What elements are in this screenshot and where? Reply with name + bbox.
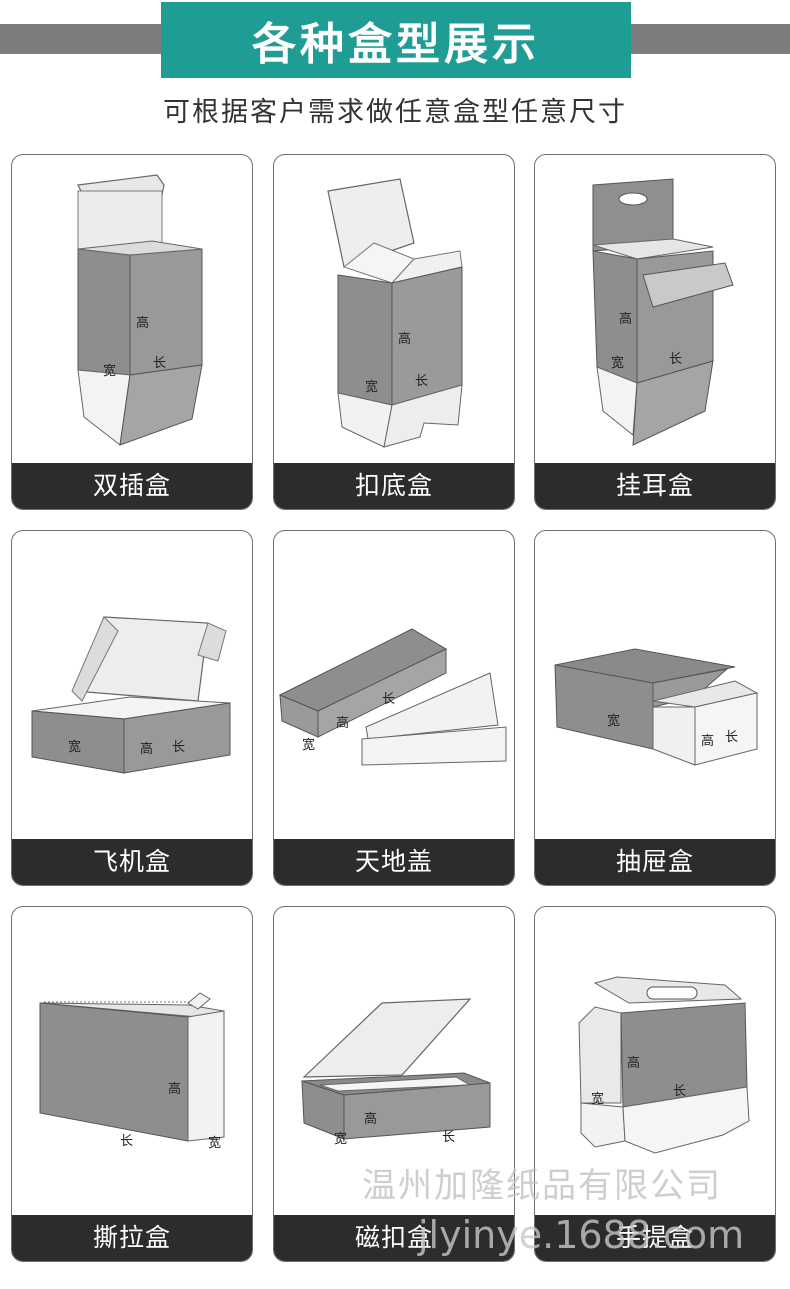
width-label: 宽 bbox=[302, 737, 315, 753]
box-label: 天地盖 bbox=[274, 839, 514, 885]
box-label: 抽屉盒 bbox=[535, 839, 775, 885]
box-label: 手提盒 bbox=[535, 1215, 775, 1261]
width-label: 宽 bbox=[334, 1131, 347, 1147]
box-card-drawer[interactable]: 高 宽 长 抽屉盒 bbox=[534, 530, 776, 886]
box-label: 撕拉盒 bbox=[12, 1215, 252, 1261]
height-label: 高 bbox=[701, 733, 714, 749]
box-card-handle[interactable]: 高 宽 长 手提盒 bbox=[534, 906, 776, 1262]
height-label: 高 bbox=[619, 311, 632, 327]
height-label: 高 bbox=[136, 315, 149, 331]
length-label: 长 bbox=[382, 692, 395, 707]
box-label: 扣底盒 bbox=[274, 463, 514, 509]
box-card-double-tuck[interactable]: 高 宽 长 双插盒 bbox=[11, 154, 253, 510]
width-label: 宽 bbox=[103, 363, 116, 379]
box-label: 双插盒 bbox=[12, 463, 252, 509]
height-label: 高 bbox=[398, 331, 411, 347]
box-label: 挂耳盒 bbox=[535, 463, 775, 509]
lock-bottom-box-illustration: 高 宽 长 bbox=[274, 155, 514, 465]
width-label: 宽 bbox=[611, 355, 624, 371]
width-label: 宽 bbox=[607, 713, 620, 729]
box-card-lock-bottom[interactable]: 高 宽 长 扣底盒 bbox=[273, 154, 515, 510]
length-label: 长 bbox=[725, 730, 738, 745]
box-card-airplane[interactable]: 高 宽 长 飞机盒 bbox=[11, 530, 253, 886]
watermark-company: 温州加隆纸品有限公司 bbox=[362, 1166, 722, 1206]
tear-strip-box-illustration: 高 宽 长 bbox=[12, 907, 252, 1217]
length-label: 长 bbox=[120, 1134, 133, 1149]
width-label: 宽 bbox=[365, 379, 378, 395]
width-label: 宽 bbox=[68, 739, 81, 755]
lid-base-box-illustration: 高 宽 长 bbox=[274, 531, 514, 841]
page-title: 各种盒型展示 bbox=[252, 19, 540, 70]
length-label: 长 bbox=[153, 356, 166, 371]
width-label: 宽 bbox=[208, 1135, 221, 1151]
height-label: 高 bbox=[140, 741, 153, 757]
length-label: 长 bbox=[669, 352, 682, 367]
double-tuck-box-illustration: 高 宽 长 bbox=[12, 155, 252, 465]
length-label: 长 bbox=[673, 1084, 686, 1099]
hang-tab-box-illustration: 高 宽 长 bbox=[535, 155, 775, 465]
height-label: 高 bbox=[627, 1055, 640, 1071]
handle-box-illustration: 高 宽 长 bbox=[535, 907, 775, 1217]
length-label: 长 bbox=[172, 740, 185, 755]
box-card-hang-tab[interactable]: 高 宽 长 挂耳盒 bbox=[534, 154, 776, 510]
width-label: 宽 bbox=[591, 1091, 604, 1107]
drawer-box-illustration: 高 宽 长 bbox=[535, 531, 775, 841]
box-card-lid-base[interactable]: 高 宽 长 天地盖 bbox=[273, 530, 515, 886]
height-label: 高 bbox=[336, 715, 349, 731]
airplane-box-illustration: 高 宽 长 bbox=[12, 531, 252, 841]
watermark-site: jlyinye.1688.com bbox=[418, 1213, 745, 1257]
box-card-tear-strip[interactable]: 高 宽 长 撕拉盒 bbox=[11, 906, 253, 1262]
length-label: 长 bbox=[415, 374, 428, 389]
box-label: 飞机盒 bbox=[12, 839, 252, 885]
height-label: 高 bbox=[168, 1081, 181, 1097]
title-banner: 各种盒型展示 bbox=[161, 2, 631, 78]
height-label: 高 bbox=[364, 1111, 377, 1127]
magnetic-box-illustration: 高 宽 长 bbox=[274, 907, 514, 1217]
length-label: 长 bbox=[442, 1130, 455, 1145]
box-card-magnetic[interactable]: 高 宽 长 磁扣盒 bbox=[273, 906, 515, 1262]
page-subtitle: 可根据客户需求做任意盒型任意尺寸 bbox=[163, 97, 627, 128]
box-label: 磁扣盒 bbox=[274, 1215, 514, 1261]
